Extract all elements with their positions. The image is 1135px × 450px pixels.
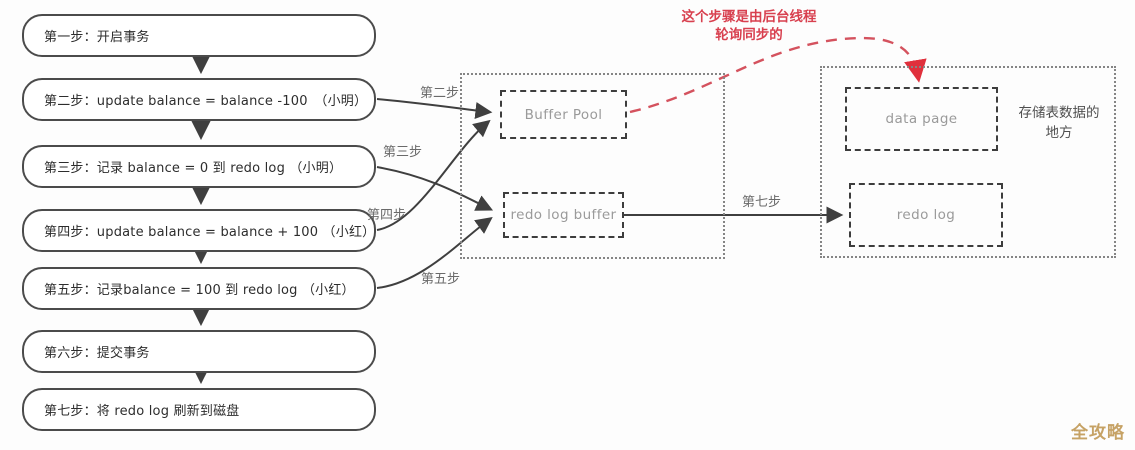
polling-sync-annotation-line2: 轮询同步的 [715, 27, 783, 44]
buffer-pool-box: Buffer Pool [500, 90, 627, 139]
redo-log-buffer-box: redo log buffer [503, 192, 624, 238]
flow-step-4: 第四步：update balance = balance + 100 （小红） [22, 209, 376, 252]
edge-label-step7: 第七步 [742, 195, 782, 210]
flow-step-3: 第三步：记录 balance = 0 到 redo log （小明） [22, 145, 376, 188]
edge-label-step3: 第三步 [383, 145, 423, 160]
edge-label-step5: 第五步 [421, 272, 461, 287]
redo-log-box: redo log [849, 183, 1003, 247]
disk-note: 存储表数据的 地方 [1003, 104, 1115, 143]
edge-label-step4: 第四步 [367, 208, 407, 223]
disk-note-line1: 存储表数据的 [1018, 105, 1100, 121]
flow-step-2: 第二步：update balance = balance -100 （小明） [22, 78, 376, 121]
data-page-box: data page [845, 87, 998, 151]
memory-area-group [460, 73, 725, 259]
flow-step-5: 第五步：记录balance = 100 到 redo log （小红） [22, 267, 376, 310]
watermark: 全攻略 [1071, 423, 1125, 443]
flow-step-6: 第六步：提交事务 [22, 330, 376, 373]
polling-sync-annotation-line1: 这个步骤是由后台线程 [681, 9, 817, 25]
disk-note-line2: 地方 [1045, 124, 1073, 141]
flow-step-7: 第七步：将 redo log 刷新到磁盘 [22, 388, 376, 431]
edge-label-step2: 第二步 [420, 86, 460, 101]
disk-area-group [820, 66, 1116, 258]
flow-step-1: 第一步：开启事务 [22, 14, 376, 57]
polling-sync-annotation: 这个步骤是由后台线程 轮询同步的 [658, 8, 840, 44]
